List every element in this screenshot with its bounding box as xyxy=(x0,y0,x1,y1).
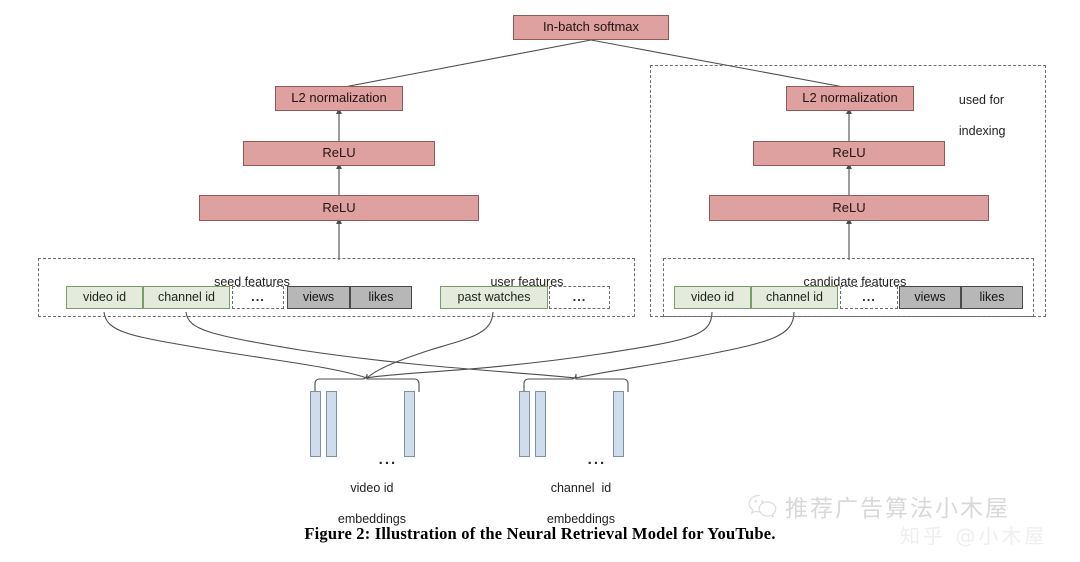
seed-field-ellipsis: ... xyxy=(232,286,284,309)
channel-embedding-ellipsis-text: ... xyxy=(587,450,607,468)
wire-seed-videoid-to-video-emb xyxy=(103,311,368,379)
candidate-field-ellipsis-label: ... xyxy=(862,289,876,305)
seed-field-channel-id[interactable]: channel id xyxy=(143,286,230,309)
user-field-ellipsis-label: ... xyxy=(572,289,587,305)
seed-features-title: seed features xyxy=(150,259,340,306)
channel-embedding-column xyxy=(519,391,530,457)
right-relu-upper-label: ReLU xyxy=(832,145,866,161)
seed-field-likes-label: likes xyxy=(368,290,394,305)
bracket-video-embeddings xyxy=(314,373,420,392)
user-field-past-watches-label: past watches xyxy=(457,290,531,305)
used-for-indexing-note: used for indexing xyxy=(945,77,1035,155)
wire-seed-channelid-to-channel-emb xyxy=(185,311,577,379)
candidate-features-title: candidate features xyxy=(753,259,943,306)
seed-field-video-id-label: video id xyxy=(82,290,127,305)
left-relu-upper-node: ReLU xyxy=(243,141,435,166)
video-embedding-ellipsis-text: ... xyxy=(378,450,398,468)
channel-embedding-caption-line2: embeddings xyxy=(546,511,615,526)
candidate-field-channel-id-label: channel id xyxy=(766,290,823,305)
video-embedding-column xyxy=(310,391,321,457)
left-l2-normalization-node: L2 normalization xyxy=(275,86,403,111)
candidate-field-ellipsis: ... xyxy=(840,286,898,309)
wechat-icon xyxy=(748,494,777,518)
video-embedding-column xyxy=(326,391,337,457)
wire-cand-channelid-to-channel-emb xyxy=(575,311,795,379)
seed-field-channel-id-label: channel id xyxy=(158,290,215,305)
used-for-indexing-line2: indexing xyxy=(958,123,1006,138)
in-batch-softmax-label: In-batch softmax xyxy=(542,19,640,35)
channel-embedding-column xyxy=(535,391,546,457)
candidate-field-likes-label: likes xyxy=(979,290,1005,305)
seed-field-views[interactable]: views xyxy=(287,286,350,309)
candidate-field-channel-id[interactable]: channel id xyxy=(751,286,838,309)
left-relu-lower-label: ReLU xyxy=(322,199,356,215)
left-l2-normalization-label: L2 normalization xyxy=(291,90,387,106)
candidate-field-views-label: views xyxy=(914,290,946,305)
in-batch-softmax-node: In-batch softmax xyxy=(513,15,669,40)
user-features-title: user features xyxy=(430,259,610,306)
video-embedding-ellipsis: ... xyxy=(354,432,397,488)
figure-caption: Figure 2: Illustration of the Neural Ret… xyxy=(304,524,776,543)
wire-softmax-to-left-l2 xyxy=(338,39,592,89)
wechat-watermark: 推荐广告算法小木屋 xyxy=(748,489,1010,523)
video-embedding-caption-line2: embeddings xyxy=(337,511,406,526)
left-relu-lower-node: ReLU xyxy=(199,195,479,221)
seed-user-features-frame xyxy=(38,258,635,317)
channel-embedding-caption-line1: channel id xyxy=(550,480,612,495)
user-field-ellipsis: ... xyxy=(549,286,610,309)
used-for-indexing-line1: used for xyxy=(958,92,1005,107)
channel-embedding-column xyxy=(613,391,624,457)
candidate-features-frame xyxy=(663,258,1034,317)
seed-field-likes[interactable]: likes xyxy=(350,286,412,309)
candidate-field-views[interactable]: views xyxy=(899,286,961,309)
seed-features-title-text: seed features xyxy=(214,274,290,289)
left-relu-upper-label: ReLU xyxy=(322,145,356,161)
bracket-channel-embeddings xyxy=(523,373,629,392)
right-relu-lower-label: ReLU xyxy=(832,199,866,215)
candidate-field-video-id[interactable]: video id xyxy=(674,286,751,309)
candidate-field-video-id-label: video id xyxy=(690,290,735,305)
channel-embedding-caption: channel id embeddings xyxy=(514,465,634,543)
right-l2-normalization-label: L2 normalization xyxy=(802,90,898,106)
user-field-past-watches[interactable]: past watches xyxy=(440,286,548,309)
seed-field-video-id[interactable]: video id xyxy=(66,286,143,309)
watermark-text: 推荐广告算法小木屋 xyxy=(785,496,1010,522)
seed-field-ellipsis-label: ... xyxy=(251,289,265,305)
right-relu-lower-node: ReLU xyxy=(709,195,989,221)
candidate-field-likes[interactable]: likes xyxy=(961,286,1023,309)
right-relu-upper-node: ReLU xyxy=(753,141,945,166)
video-embedding-caption: video id embeddings xyxy=(305,465,425,543)
candidate-features-title-text: candidate features xyxy=(803,274,907,289)
video-embedding-column xyxy=(404,391,415,457)
right-l2-normalization-node: L2 normalization xyxy=(786,86,914,111)
seed-field-views-label: views xyxy=(302,290,335,305)
channel-embedding-ellipsis: ... xyxy=(563,432,606,488)
wire-pastwatches-to-video-emb xyxy=(366,311,494,379)
wire-cand-videoid-to-video-emb xyxy=(366,311,713,379)
user-features-title-text: user features xyxy=(490,274,564,289)
video-embedding-caption-line1: video id xyxy=(350,480,394,495)
